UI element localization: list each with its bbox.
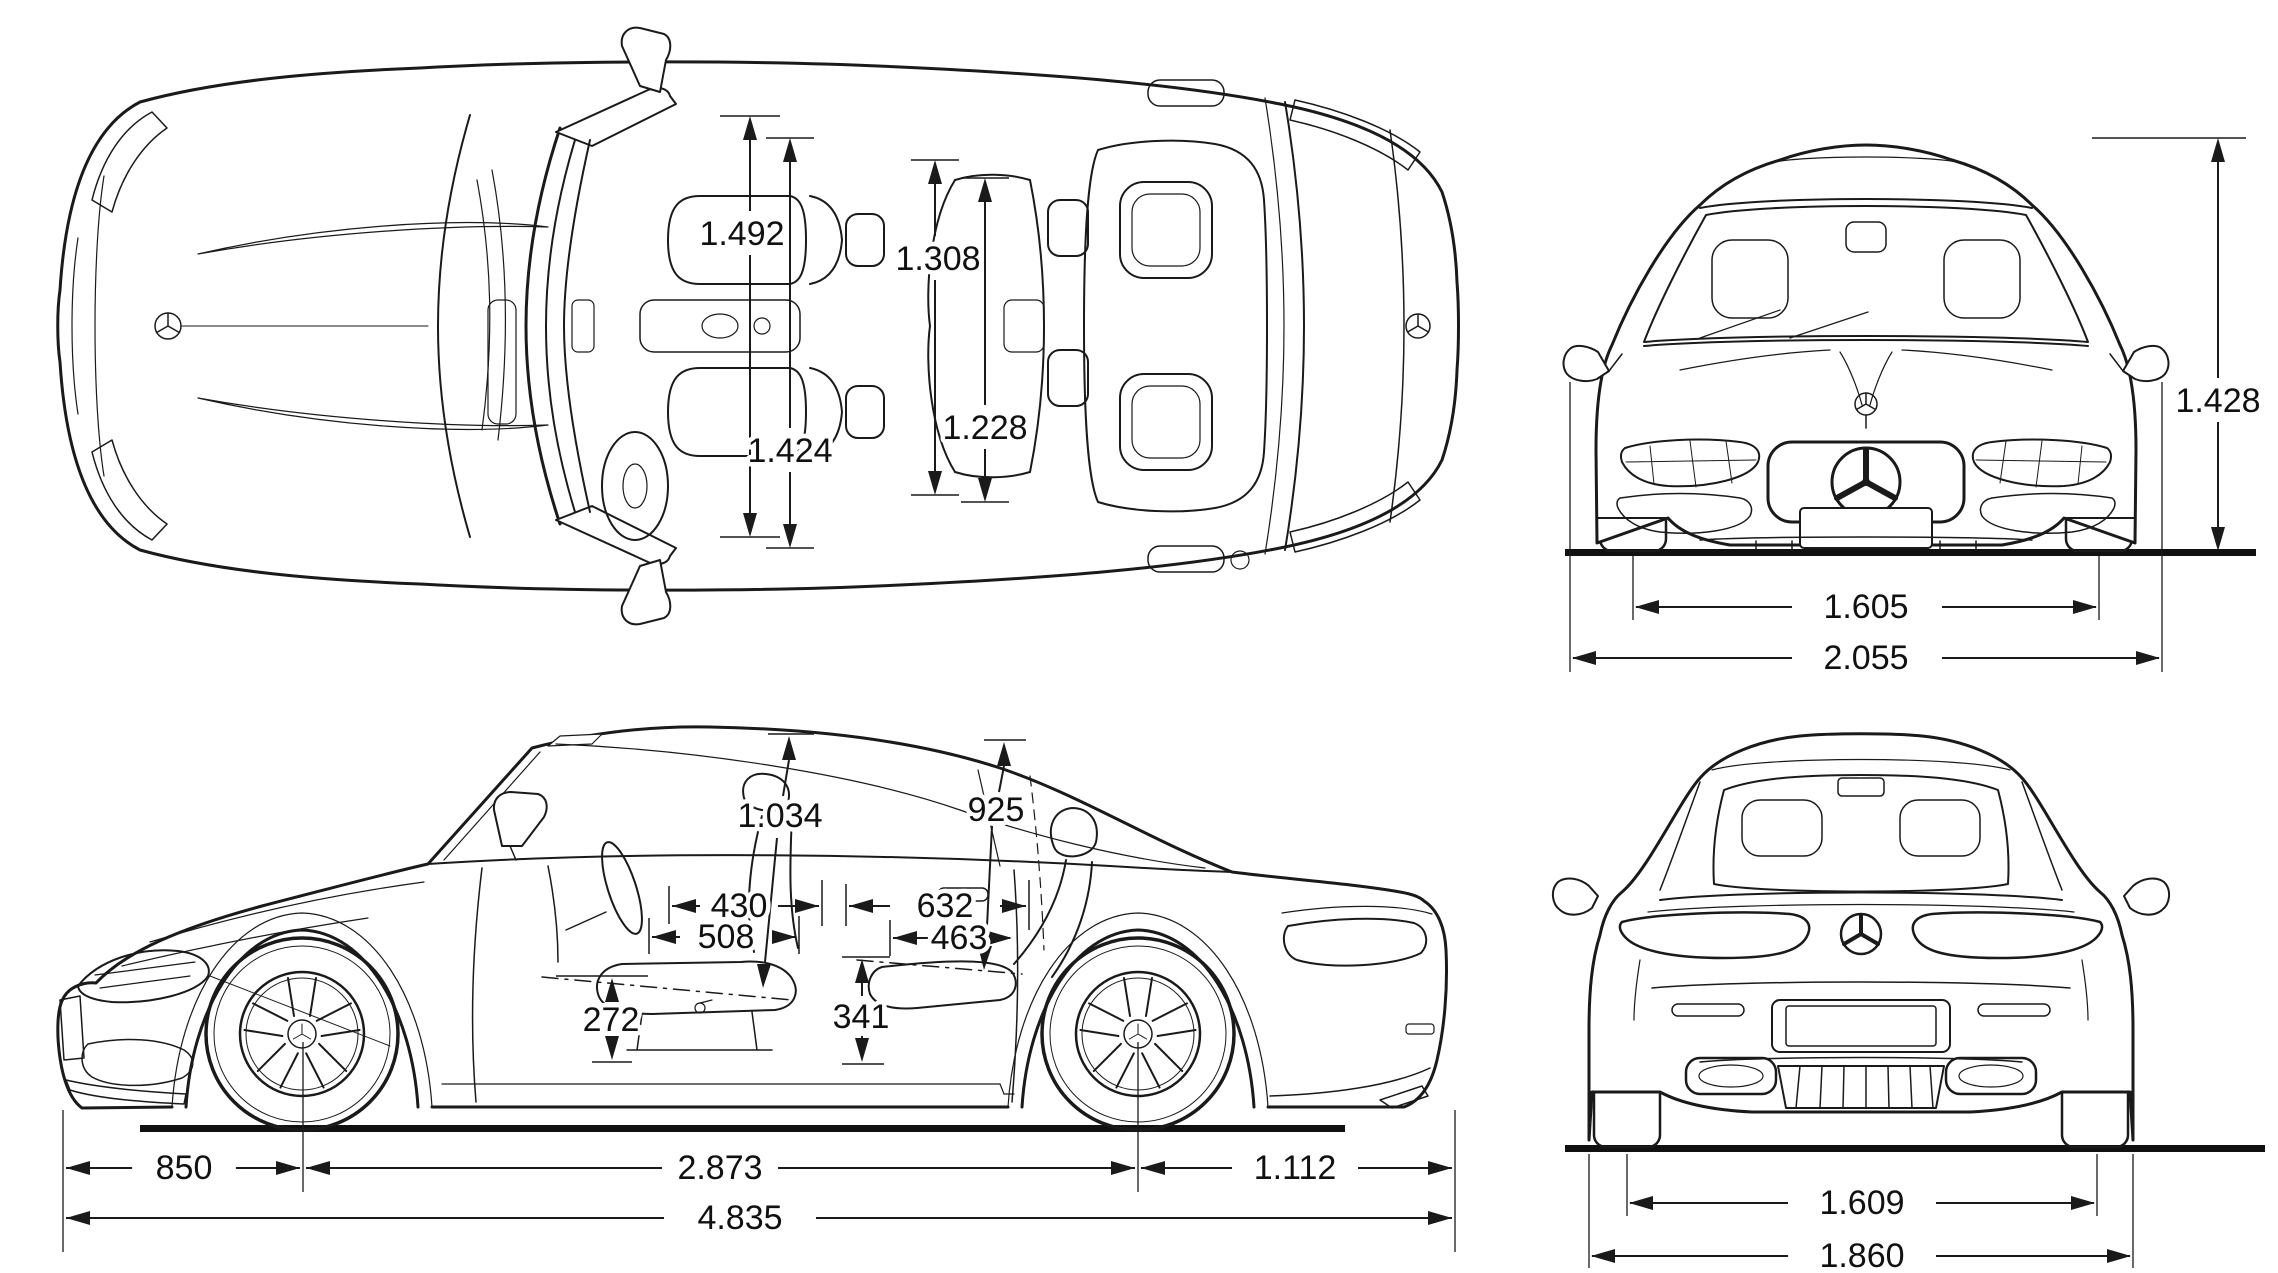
front-headrest-left: [1711, 239, 1789, 319]
rear-headrest-right: [1899, 799, 1981, 857]
dim-rear-legroom: 632: [845, 880, 1030, 930]
dim-label-front-track: 1.605: [1823, 588, 1908, 626]
side-ground-line: [140, 1125, 1345, 1132]
mercedes-star-icon: [1854, 392, 1878, 429]
mercedes-star-icon: [1839, 912, 1883, 956]
top-body-outline: [56, 60, 1460, 592]
rear-window: [1712, 774, 2010, 893]
rearview-mirror: [1845, 221, 1887, 253]
rear-seats-plan: [927, 173, 1089, 479]
dim-front-elbow-width: 1.492: [695, 115, 789, 538]
dim-rear-shoulder-width: 1.228: [938, 177, 1032, 503]
rear-view: 1.609 1.860: [1552, 732, 2265, 1273]
front-body-outline: [1594, 143, 2138, 547]
dim-rear-headroom: 925: [963, 739, 1029, 970]
license-plate-recess: [1771, 999, 1951, 1053]
top-taillight-right: [1289, 481, 1421, 553]
dim-label-front-seat-depth: 508: [698, 918, 755, 956]
dim-front-headroom: 1.034: [733, 733, 827, 988]
dim-front-legroom: 430: [668, 880, 823, 930]
dim-label-rear-shoulder-width: 1.228: [942, 409, 1027, 447]
dim-label-wheelbase: 2.873: [677, 1149, 762, 1187]
dim-overall-height: 1.428: [2092, 137, 2265, 551]
side-taillight: [1282, 917, 1428, 967]
dim-front-track: 1.605: [1632, 556, 2100, 631]
dim-label-overall-length: 4.835: [697, 1199, 782, 1237]
dim-label-rear-track: 1.609: [1819, 1184, 1904, 1222]
rear-mirror-right: [2123, 877, 2170, 916]
center-console: [639, 299, 801, 353]
dim-label-rear-headroom: 925: [968, 791, 1025, 829]
dim-label-rear-body-width: 1.860: [1819, 1237, 1904, 1273]
rear-mirror-left: [1552, 877, 1599, 916]
dim-rear-seat-height: 341: [828, 956, 894, 1065]
front-headrest-right: [1943, 239, 2021, 319]
dim-rear-body-width: 1.860: [1588, 1154, 2134, 1273]
rear-taillight-right: [1911, 911, 2104, 960]
dim-label-front-seat-height: 272: [583, 1001, 640, 1039]
dim-front-seat-depth: 508: [648, 914, 800, 961]
dim-label-front-headroom: 1.034: [737, 797, 822, 835]
dim-rear-overhang: 1.112: [1141, 1145, 1452, 1192]
front-wheel: [204, 936, 400, 1132]
mercedes-star-icon: [154, 312, 182, 340]
front-mirror-right: [2109, 344, 2170, 383]
dim-label-overall-width: 2.055: [1823, 639, 1908, 677]
bumper-intake-right: [1979, 492, 2116, 534]
front-view: 1.428 1.605 2.055: [1562, 137, 2265, 682]
dim-label-rear-overhang: 1.112: [1254, 1149, 1337, 1187]
dim-overall-width: 2.055: [1569, 382, 2163, 682]
fuel-cap: [1230, 550, 1250, 570]
headlight-right: [1971, 438, 2112, 488]
mercedes-star-icon: [1405, 313, 1431, 339]
dim-wheelbase: 2.873: [306, 1145, 1135, 1192]
top-mirror-left: [620, 26, 672, 93]
dim-label-front-elbow-width: 1.492: [699, 215, 784, 253]
dim-front-seat-height: 272: [556, 975, 648, 1063]
grille-star-icon: [1830, 446, 1902, 518]
exhaust-right: [1944, 1056, 2038, 1096]
exhaust-left: [1684, 1056, 1778, 1096]
front-mirror-left: [1562, 344, 1623, 383]
top-headlight-right: [91, 439, 168, 541]
bumper-intake-left: [1616, 492, 1753, 534]
license-plate: [1799, 507, 1933, 549]
dim-overall-length: 4.835: [66, 1195, 1452, 1242]
dim-label-front-legroom: 430: [711, 887, 768, 925]
steering-wheel: [601, 431, 669, 541]
dim-label-front-overhang: 850: [156, 1149, 213, 1187]
side-headlight: [77, 949, 391, 1047]
dim-rear-seat-depth: 463: [889, 915, 1012, 962]
front-seats-plan: [667, 195, 885, 457]
dim-rear-track: 1.609: [1626, 1154, 2098, 1227]
side-body-outline: [56, 725, 1449, 1110]
top-view: 1.492 1.424 1.308 1.228: [56, 26, 1460, 626]
top-headlight-left: [91, 111, 168, 213]
rear-taillight-left: [1618, 911, 1811, 960]
rear-ground-line: [1565, 1145, 2265, 1152]
dim-label-rear-legroom: 632: [917, 887, 974, 925]
dim-rear-elbow-width: 1.308: [891, 159, 985, 496]
dim-label-rear-seat-depth: 463: [931, 919, 988, 957]
dim-front-shoulder-width: 1.424: [743, 137, 837, 549]
top-mirror-right: [620, 559, 672, 626]
diffuser: [1777, 1065, 1945, 1109]
side-mirror: [492, 791, 548, 861]
top-taillight-left: [1289, 99, 1421, 171]
side-view: 1.034 925 430 508 632 463 272: [56, 725, 1456, 1252]
dim-label-overall-height: 1.428: [2175, 382, 2260, 420]
dim-label-rear-elbow-width: 1.308: [895, 240, 980, 278]
dim-front-overhang: 850: [66, 1145, 300, 1192]
side-intake: [81, 1038, 194, 1087]
dim-label-front-shoulder-width: 1.424: [747, 432, 832, 470]
third-brake-light: [1837, 777, 1885, 797]
headlight-left: [1620, 438, 1761, 488]
windshield: [1643, 205, 2089, 343]
dim-label-rear-seat-height: 341: [833, 998, 890, 1036]
rear-headrest-left: [1741, 799, 1823, 857]
front-ground-line: [1565, 549, 2256, 556]
rear-license-plate: [1785, 1005, 1937, 1047]
